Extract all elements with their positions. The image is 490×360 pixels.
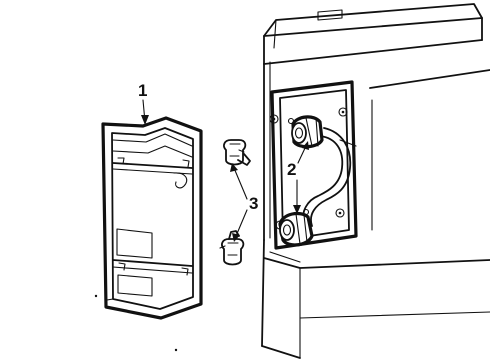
leader-arrow-2b	[293, 205, 301, 214]
vehicle-body-panel	[261, 3, 490, 359]
leader-line-2a	[297, 145, 307, 164]
leader-arrow-1	[141, 115, 149, 125]
bulb-lower	[219, 230, 245, 266]
callout-2: 2	[287, 141, 309, 214]
leader-line-3a	[233, 167, 248, 200]
screw-hole-lower-right	[335, 208, 345, 218]
leader-arrow-3b	[232, 233, 240, 242]
callout-label-3: 3	[249, 194, 258, 213]
leader-arrow-3a	[230, 163, 238, 172]
callout-label-1: 1	[138, 81, 147, 100]
leader-arrow-2a	[302, 141, 309, 150]
screw-hole-upper-right	[338, 107, 348, 117]
callout-label-2: 2	[287, 160, 296, 179]
callout-1: 1	[138, 81, 149, 125]
screw-hole-upper-left	[269, 114, 279, 124]
callout-3: 3	[230, 163, 258, 242]
socket-lower	[278, 208, 314, 247]
socket-upper	[287, 115, 324, 149]
leader-line-3b	[235, 209, 248, 237]
wiring-harness	[302, 127, 357, 227]
tail-lamp-lens-assembly	[94, 116, 203, 320]
bulb-upper	[223, 139, 251, 166]
